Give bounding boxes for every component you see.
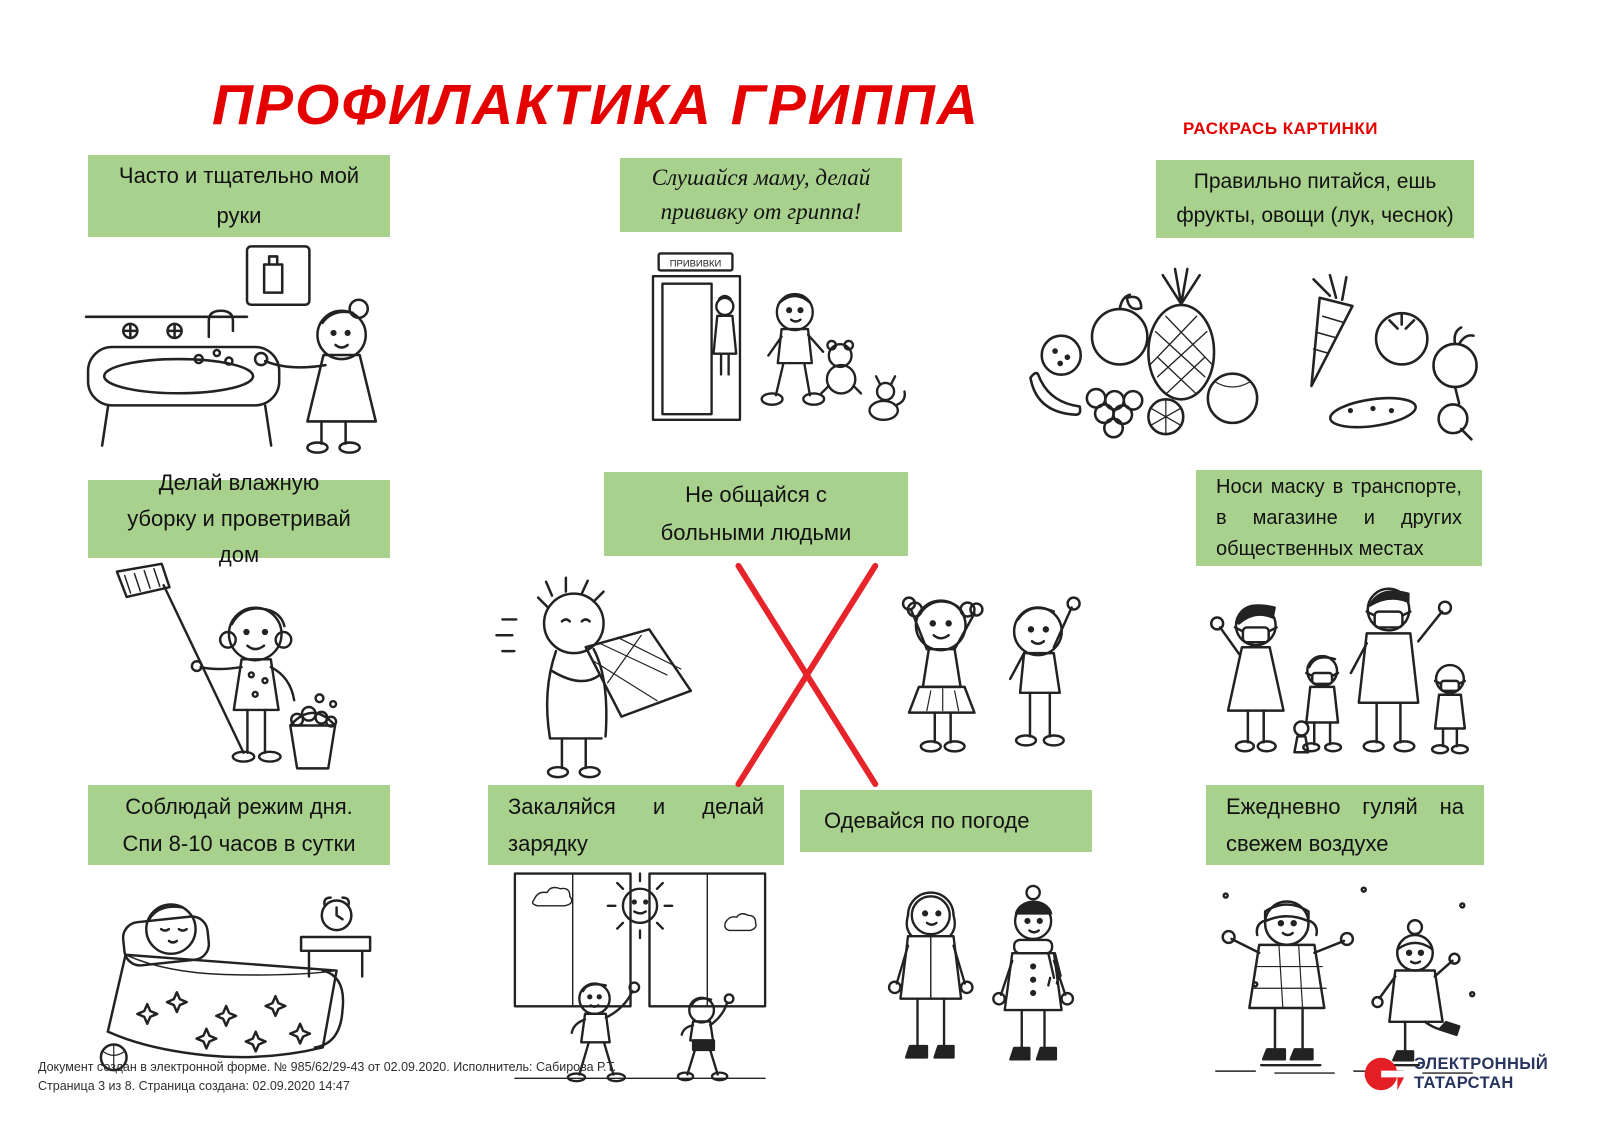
illustration-boy-going-to-vaccination: ПРИВИВКИ (628, 244, 920, 452)
label-get-vaccine-text: Слушайся маму, делай прививку от гриппа! (651, 165, 871, 224)
illustration-children-outdoors (1193, 866, 1495, 1078)
color-the-pictures-heading: РАСКРАСЬ КАРТИНКИ (1183, 119, 1379, 138)
label-eat-healthy-text: Правильно питайся, ешь фрукты, овощи (лу… (1176, 170, 1454, 227)
label-wear-mask-text: Носи маску в транспорте, в магазине и др… (1216, 475, 1462, 560)
label-avoid-sick-people-text: Не общайся с больными людьми (660, 482, 852, 545)
illustration-children-dressed-warm (855, 866, 1107, 1084)
illustration-family-wearing-masks (1188, 568, 1490, 776)
label-sleep-regime: Соблюдай режим дня. Спи 8-10 часов в сут… (88, 785, 390, 865)
sleep-drawing (99, 896, 372, 1072)
no-contact-drawing (495, 562, 1081, 788)
red-cross-icon (735, 562, 879, 788)
illustration-child-sleeping (85, 868, 387, 1080)
fruits-drawing (1029, 267, 1478, 441)
label-clean-home: Делай влажную уборку и проветривай дом (88, 470, 390, 567)
logo-text-top: ЭЛЕКТРОННЫЙ (1414, 1055, 1549, 1073)
illustration-no-contact-with-sick (478, 552, 1102, 790)
masks-drawing (1209, 587, 1469, 755)
label-wash-hands-text: Часто и тщательно мой руки (118, 163, 360, 228)
label-avoid-sick-people: Не общайся с больными людьми (604, 472, 908, 556)
electronic-tatarstan-logo: ЭЛЕКТРОННЫЙ ТАТАРСТАН (1360, 1051, 1548, 1097)
label-wear-mask: Носи маску в транспорте, в магазине и др… (1196, 470, 1482, 566)
illustration-fruits-and-vegetables (1012, 244, 1494, 450)
label-clean-home-text: Делай влажную уборку и проветривай дом (127, 470, 351, 567)
label-get-vaccine: Слушайся маму, делай прививку от гриппа! (620, 158, 902, 232)
illustration-girl-cleaning (95, 558, 357, 782)
vaccination-sign-text: ПРИВИВКИ (670, 259, 722, 270)
vaccination-drawing: ПРИВИВКИ (651, 252, 906, 422)
illustration-children-exercising (503, 866, 777, 1084)
label-dress-for-weather: Одевайся по погоде (800, 790, 1092, 852)
label-eat-healthy: Правильно питайся, ешь фрукты, овощи (лу… (1156, 160, 1474, 238)
label-wash-hands: Часто и тщательно мой руки (88, 155, 390, 237)
footer-doc-line: Документ создан в электронной форме. № 9… (38, 1060, 617, 1074)
exercise-drawing (513, 872, 767, 1083)
wash-hands-drawing (84, 245, 378, 454)
label-do-exercises-text: Закаляйся и делай зарядку (508, 794, 764, 856)
logo-text-bottom: ТАТАРСТАН (1414, 1074, 1514, 1092)
outdoors-drawing (1215, 886, 1476, 1074)
label-dress-for-weather-text: Одевайся по погоде (824, 808, 1030, 833)
label-sleep-regime-text: Соблюдай режим дня. Спи 8-10 часов в сут… (122, 794, 356, 856)
page-title: ПРОФИЛАКТИКА ГРИППА (212, 73, 980, 137)
logo-text: ЭЛЕКТРОННЫЙ ТАТАРСТАН (1414, 1055, 1548, 1093)
footer-page-line: Страница 3 из 8. Страница создана: 02.09… (38, 1079, 350, 1093)
cleaning-drawing (115, 562, 338, 770)
label-walk-outdoors: Ежедневно гуляй на свежем воздухе (1206, 785, 1484, 865)
document-footer: Документ создан в электронной форме. № 9… (38, 1058, 616, 1096)
illustration-child-washing-hands (78, 238, 410, 460)
electronic-tatarstan-logo-icon (1364, 1057, 1405, 1091)
label-walk-outdoors-text: Ежедневно гуляй на свежем воздухе (1226, 794, 1464, 856)
label-do-exercises: Закаляйся и делай зарядку (488, 785, 784, 865)
warm-clothes-drawing (887, 884, 1075, 1061)
